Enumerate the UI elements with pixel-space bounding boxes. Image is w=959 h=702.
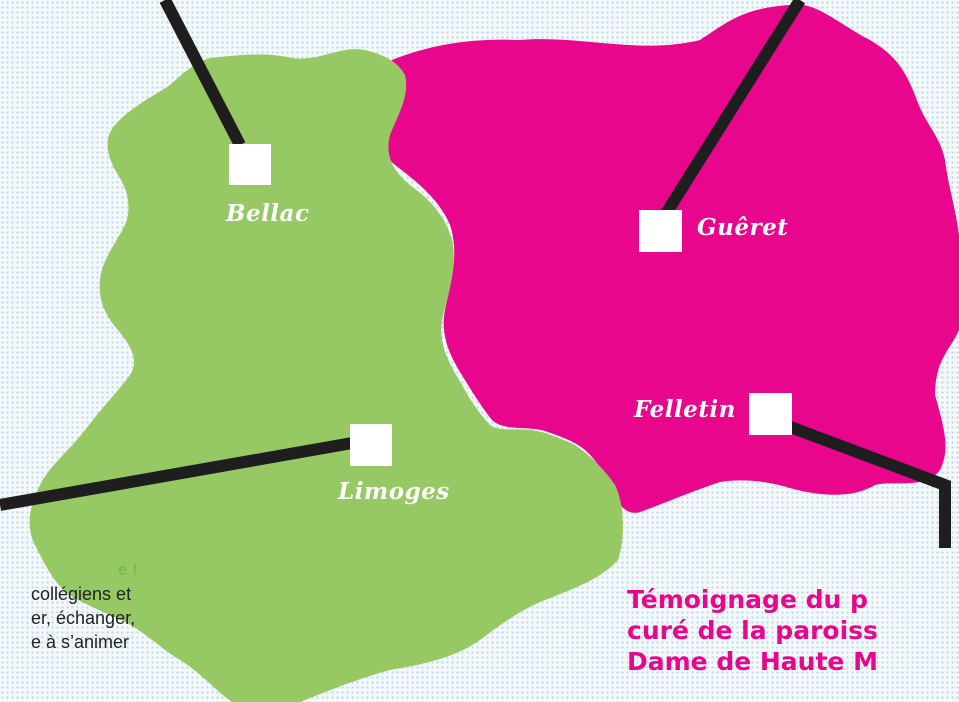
- left-text-line: collégiens et: [31, 584, 132, 604]
- left-text-block: e ! collégiens et er, échanger, e à s’an…: [0, 558, 138, 654]
- left-text-line: er, échanger,: [31, 608, 136, 628]
- right-heading-line: curé de la paroiss: [627, 616, 878, 645]
- city-label-bellac: Bellac: [226, 200, 310, 227]
- left-heading: e !: [118, 560, 138, 579]
- left-text-line: e à s’animer: [31, 632, 130, 652]
- region-haute-vienne: [29, 49, 623, 702]
- right-heading-line: Dame de Haute M: [627, 647, 878, 676]
- city-label-felletin: Felletin: [634, 396, 736, 423]
- marker-bellac[interactable]: [229, 144, 271, 185]
- connector-line-gueret: [659, 0, 806, 219]
- connector-line-limoges: [0, 436, 360, 511]
- right-heading-block: Témoignage du p curé de la paroiss Dame …: [627, 584, 878, 677]
- city-label-limoges: Limoges: [338, 478, 450, 505]
- right-heading-line: Témoignage du p: [627, 585, 868, 614]
- marker-limoges[interactable]: [350, 424, 392, 466]
- marker-gueret[interactable]: [639, 210, 682, 252]
- marker-felletin[interactable]: [749, 393, 792, 435]
- connector-line-bellac: [159, 0, 246, 148]
- city-label-gueret: Guêret: [697, 214, 789, 241]
- region-creuse: [382, 4, 959, 513]
- connector-line-felletin: [782, 419, 951, 548]
